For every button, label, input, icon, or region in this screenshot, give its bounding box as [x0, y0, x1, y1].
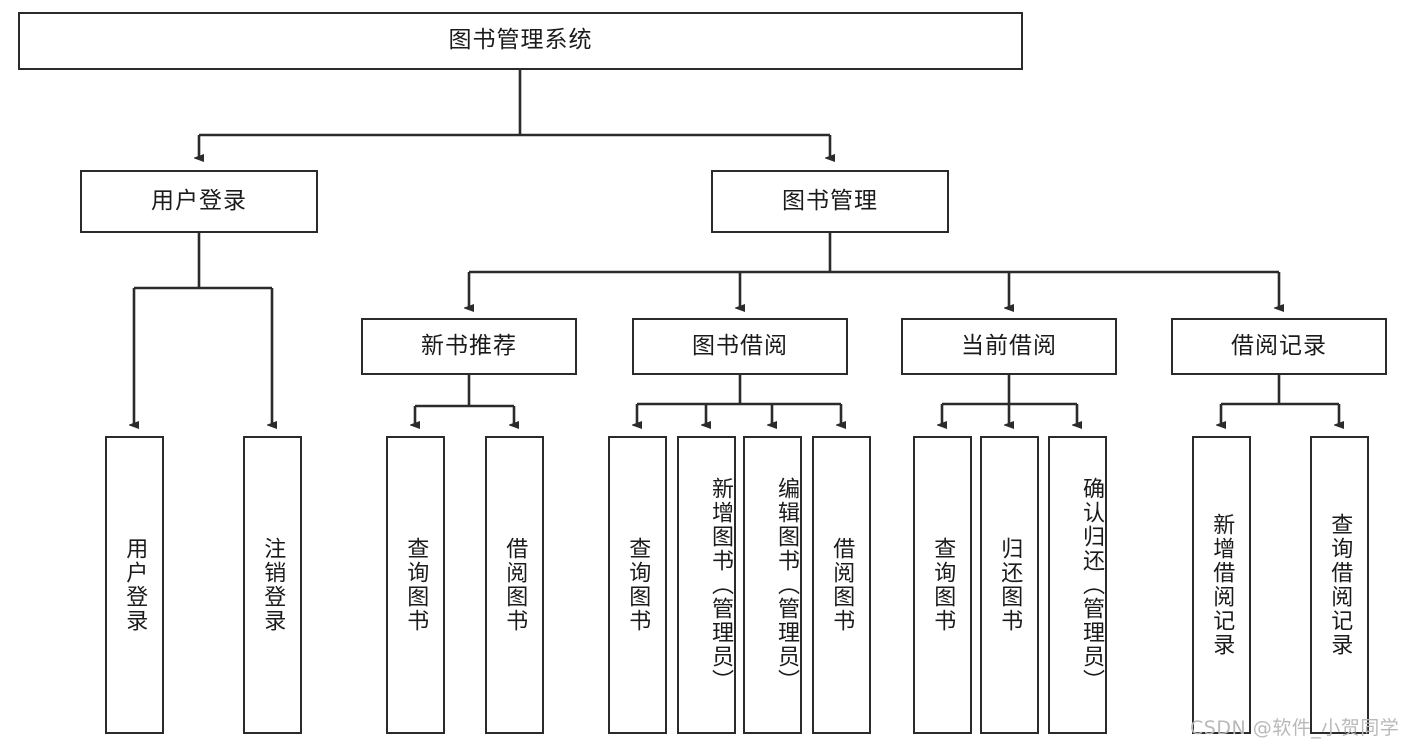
leaf-query-books-2-label: 查询图书 [625, 537, 651, 633]
leaf-borrow-books-1[interactable]: 借阅图书 [485, 436, 544, 734]
leaf-borrow-books-2[interactable]: 借阅图书 [812, 436, 871, 734]
leaf-edit-book-admin[interactable]: 编辑图书（管理员） [743, 436, 802, 734]
leaf-edit-book-admin-label: 编辑图书（管理员） [774, 477, 799, 693]
leaf-query-borrow-record[interactable]: 查询借阅记录 [1310, 436, 1369, 734]
node-user-login-label: 用户登录 [151, 187, 247, 214]
node-current-borrow-label: 当前借阅 [961, 332, 1057, 359]
leaf-add-borrow-record-label: 新增借阅记录 [1209, 513, 1235, 657]
leaf-borrow-books-1-label: 借阅图书 [502, 537, 528, 633]
leaf-query-books-1[interactable]: 查询图书 [386, 436, 445, 734]
leaf-user-logout[interactable]: 注销登录 [243, 436, 302, 734]
leaf-query-books-3-label: 查询图书 [930, 537, 956, 633]
node-new-book-recommend[interactable]: 新书推荐 [361, 318, 577, 375]
leaf-confirm-return-admin-label: 确认归还（管理员） [1079, 477, 1104, 693]
node-borrow-record-label: 借阅记录 [1231, 332, 1327, 359]
node-new-book-recommend-label: 新书推荐 [421, 332, 517, 359]
leaf-query-books-1-label: 查询图书 [403, 537, 429, 633]
node-book-borrow[interactable]: 图书借阅 [632, 318, 848, 375]
leaf-add-borrow-record[interactable]: 新增借阅记录 [1192, 436, 1251, 734]
leaf-confirm-return-admin[interactable]: 确认归还（管理员） [1048, 436, 1107, 734]
leaf-query-books-2[interactable]: 查询图书 [608, 436, 667, 734]
leaf-add-book-admin[interactable]: 新增图书（管理员） [677, 436, 736, 734]
leaf-user-login[interactable]: 用户登录 [105, 436, 164, 734]
leaf-query-books-3[interactable]: 查询图书 [913, 436, 972, 734]
node-book-borrow-label: 图书借阅 [692, 332, 788, 359]
leaf-user-logout-label: 注销登录 [260, 537, 286, 633]
leaf-borrow-books-2-label: 借阅图书 [829, 537, 855, 633]
node-book-manage-label: 图书管理 [782, 187, 878, 214]
leaf-return-books-label: 归还图书 [997, 537, 1023, 633]
node-root[interactable]: 图书管理系统 [18, 12, 1023, 70]
node-book-manage[interactable]: 图书管理 [711, 170, 949, 233]
node-current-borrow[interactable]: 当前借阅 [901, 318, 1117, 375]
node-borrow-record[interactable]: 借阅记录 [1171, 318, 1387, 375]
leaf-query-borrow-record-label: 查询借阅记录 [1327, 513, 1353, 657]
node-root-label: 图书管理系统 [448, 27, 593, 54]
leaf-return-books[interactable]: 归还图书 [980, 436, 1039, 734]
watermark-text: CSDN @软件_小贺同学 [1190, 717, 1400, 739]
leaf-add-book-admin-label: 新增图书（管理员） [708, 477, 733, 693]
node-user-login[interactable]: 用户登录 [80, 170, 318, 233]
leaf-user-login-label: 用户登录 [122, 537, 148, 633]
